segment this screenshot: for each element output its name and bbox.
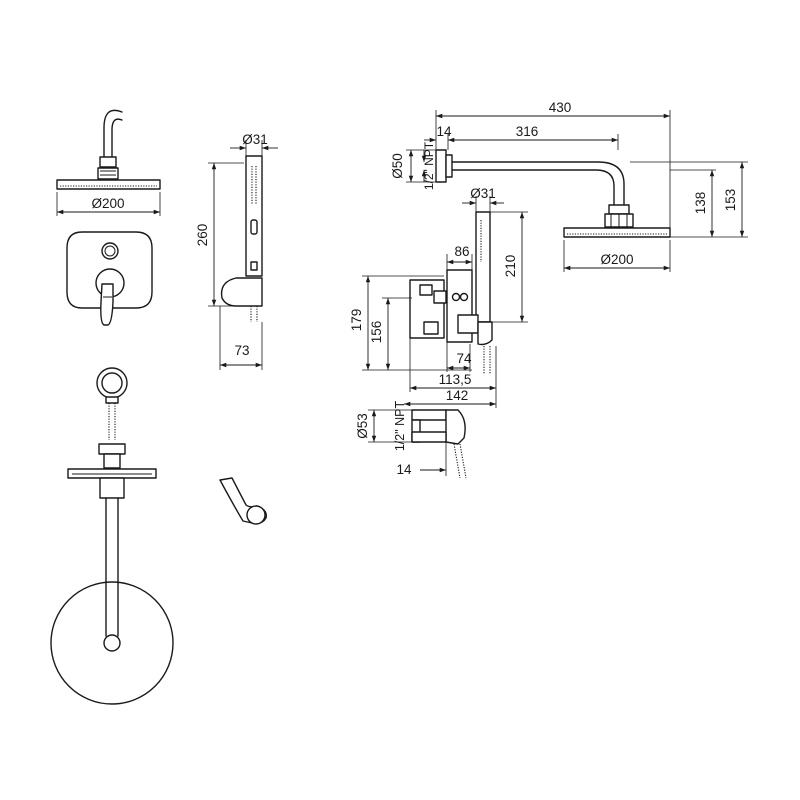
dim-handshower-length: 260 (195, 224, 210, 247)
dim-flange-diameter: Ø50 (390, 153, 405, 179)
dim-valve-depth-113: 113,5 (439, 372, 472, 387)
valve-side-view: Ø31 210 86 179 156 74 113,5 142 (349, 186, 528, 408)
dim-handshower-length-side: 210 (503, 255, 518, 278)
dim-arm-length-inner: 316 (516, 124, 539, 139)
dim-valve-depth-142: 142 (446, 388, 469, 403)
dim-arm-thread: 1/2" NPT (422, 141, 436, 190)
mixer-trim-plate (66, 231, 153, 326)
dim-arm-wall-offset: 14 (436, 124, 452, 139)
wall-outlet-side-view: Ø53 1/2" NPT 14 (355, 400, 467, 479)
shower-head-front-view: Ø200 (56, 109, 161, 216)
dim-handshower-diameter-side: Ø31 (470, 186, 496, 201)
dim-head-diameter-right: Ø200 (600, 252, 633, 267)
dim-outlet-thread: 1/2" NPT (393, 400, 407, 451)
dim-arm-drop-total: 153 (723, 189, 738, 212)
handshower-front-view: Ø31 260 73 (195, 132, 278, 370)
dim-holder-depth: 73 (234, 343, 249, 358)
dim-valve-offset: 86 (454, 244, 469, 259)
shower-arm-side-view: 430 316 14 Ø50 1/2" NPT 138 153 Ø200 (390, 100, 748, 272)
dim-valve-height-total: 179 (349, 309, 364, 332)
dim-handshower-diameter: Ø31 (242, 132, 268, 147)
dim-arm-drop-inner: 138 (693, 192, 708, 215)
mixer-lever-side-view (219, 477, 267, 525)
shower-assembly-top-view (50, 367, 174, 705)
dim-arm-length-total: 430 (549, 100, 572, 115)
dim-valve-height-inner: 156 (369, 321, 384, 344)
dim-head-diameter-left: Ø200 (91, 196, 124, 211)
dim-outlet-offset: 14 (396, 462, 412, 477)
dim-valve-depth-74: 74 (456, 351, 472, 366)
dim-outlet-diameter: Ø53 (355, 413, 370, 439)
